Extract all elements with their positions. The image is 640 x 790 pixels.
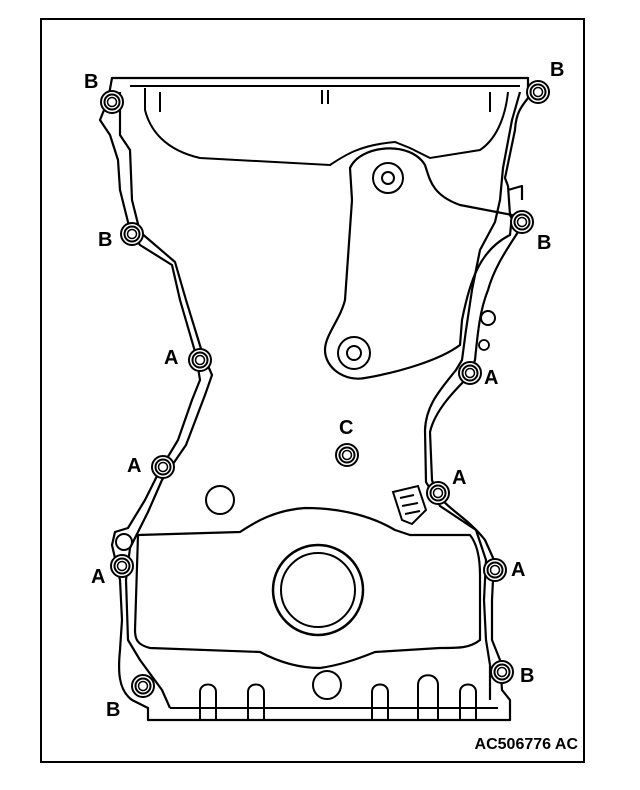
sensor-connector (391, 484, 428, 526)
label-c: C (339, 417, 353, 439)
bolt-a-right-2 (426, 481, 450, 505)
bolt-a-left-1 (188, 348, 212, 372)
label-b: B (84, 71, 98, 93)
bottom-ribs (170, 674, 498, 720)
bolt-a-left-3 (110, 554, 134, 578)
mounting-bracket (323, 147, 524, 380)
bolt-b-bottom-right (490, 660, 514, 684)
top-rim (130, 85, 520, 167)
label-b: B (520, 665, 534, 687)
bolt-b-top-left (100, 90, 124, 114)
label-b: B (106, 699, 120, 721)
label-a: A (452, 467, 466, 489)
label-a: A (511, 559, 525, 581)
bolt-b-upper-right (510, 210, 534, 234)
bolt-labels: B B B B B B A A A A A A C (84, 59, 564, 721)
label-a: A (127, 455, 141, 477)
bolt-b-upper-left (120, 222, 144, 246)
label-a: A (484, 367, 498, 389)
label-b: B (537, 232, 551, 254)
label-b: B (550, 59, 564, 81)
figure-code: AC506776 AC (474, 736, 578, 753)
bolt-b-bottom-left (131, 674, 155, 698)
bolt-b-top-right (526, 80, 550, 104)
lower-section (115, 485, 482, 700)
figure-frame (40, 18, 585, 763)
bolt-a-left-2 (151, 455, 175, 479)
cover-outline (98, 76, 530, 722)
label-a: A (164, 347, 178, 369)
label-a: A (91, 566, 105, 588)
bolt-c-center (335, 443, 359, 467)
bolt-a-right-1 (458, 361, 482, 385)
label-b: B (98, 229, 112, 251)
bolt-a-right-3 (483, 558, 507, 582)
